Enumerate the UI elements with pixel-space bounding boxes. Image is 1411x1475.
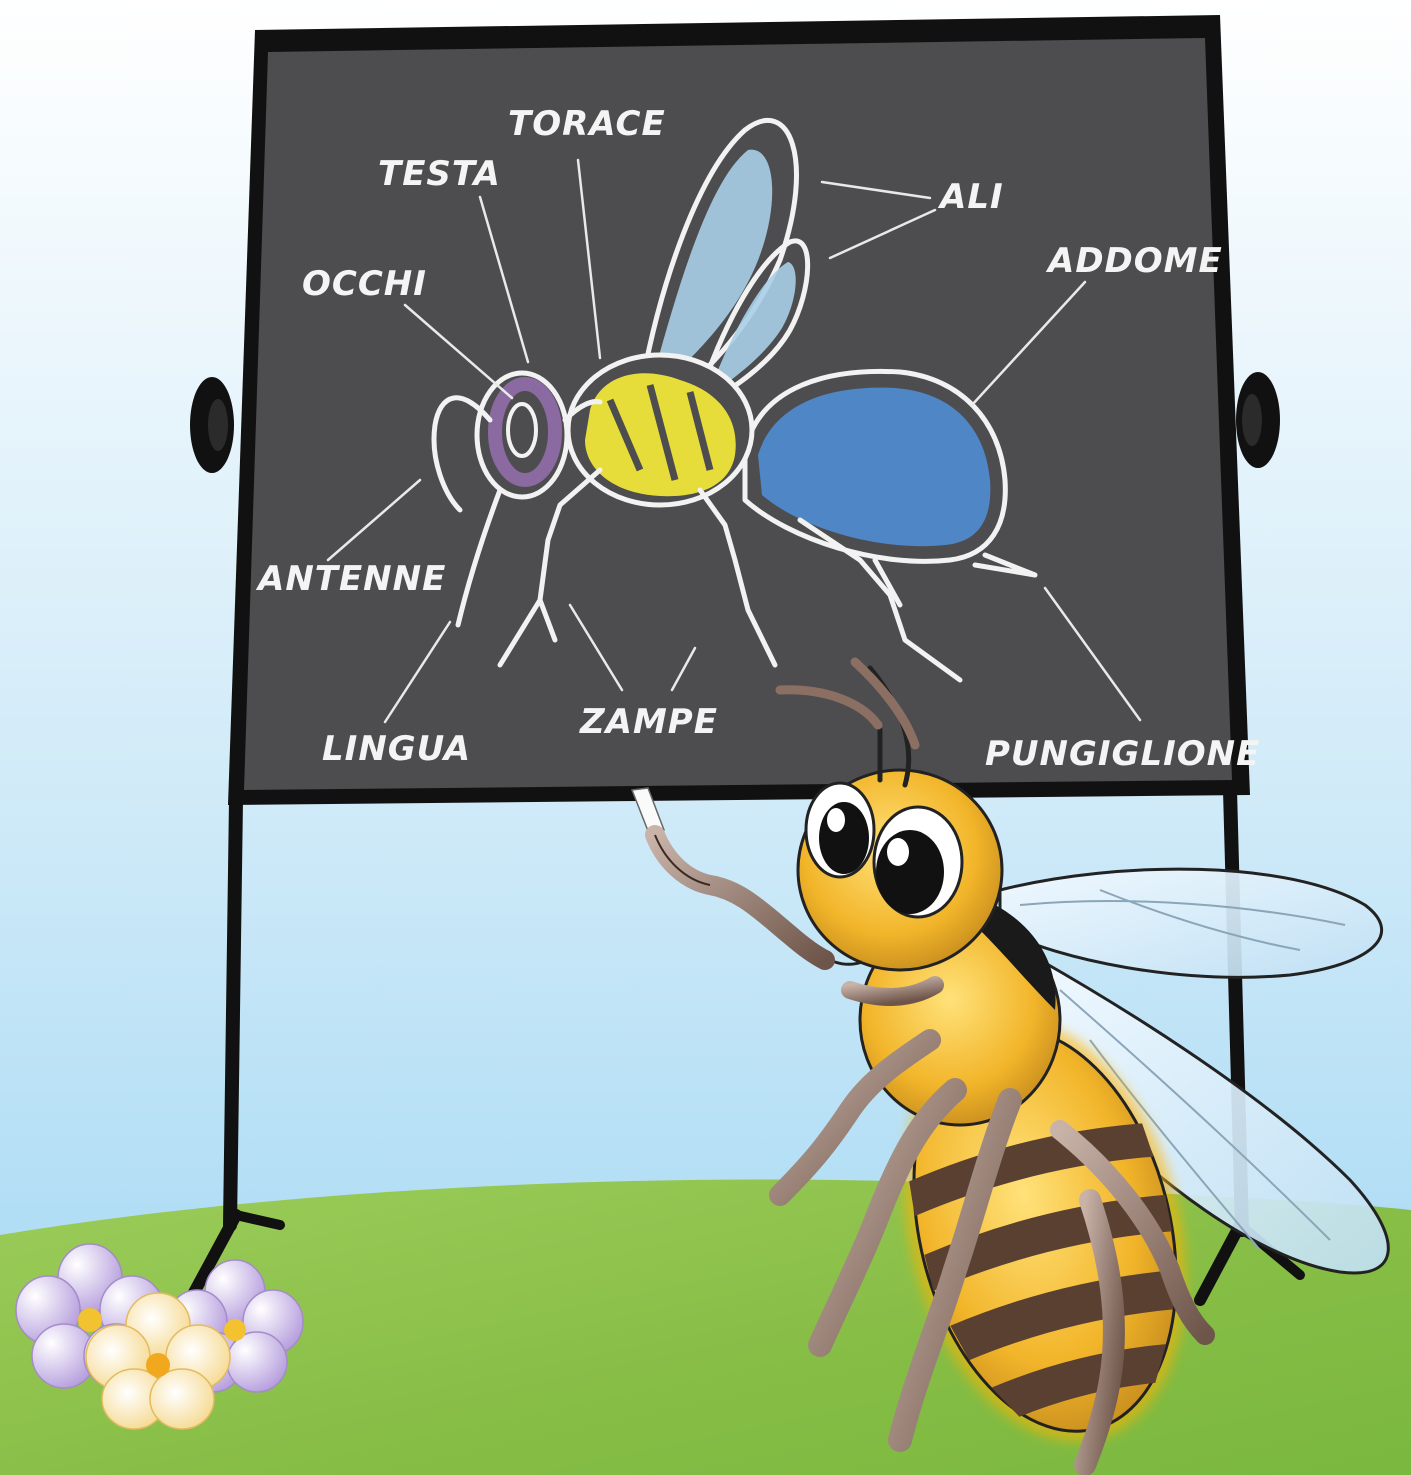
- bee-pupil-left: [819, 802, 869, 874]
- bee-pupil-right: [876, 830, 944, 914]
- label-zampe: ZAMPE: [579, 702, 718, 742]
- easel-knob-left: [190, 377, 234, 473]
- label-torace: TORACE: [508, 104, 666, 144]
- label-testa: TESTA: [378, 154, 501, 194]
- label-addome: ADDOME: [1045, 241, 1223, 281]
- easel-knob-right: [1236, 372, 1280, 468]
- label-occhi: OCCHI: [302, 264, 427, 304]
- label-lingua: LINGUA: [322, 729, 471, 769]
- label-ali: ALI: [937, 177, 1004, 217]
- bee-eye-shine-right: [887, 838, 909, 866]
- bee-eye-shine-left: [827, 808, 845, 832]
- label-pungiglione: PUNGIGLIONE: [985, 734, 1260, 774]
- label-antenne: ANTENNE: [255, 559, 446, 599]
